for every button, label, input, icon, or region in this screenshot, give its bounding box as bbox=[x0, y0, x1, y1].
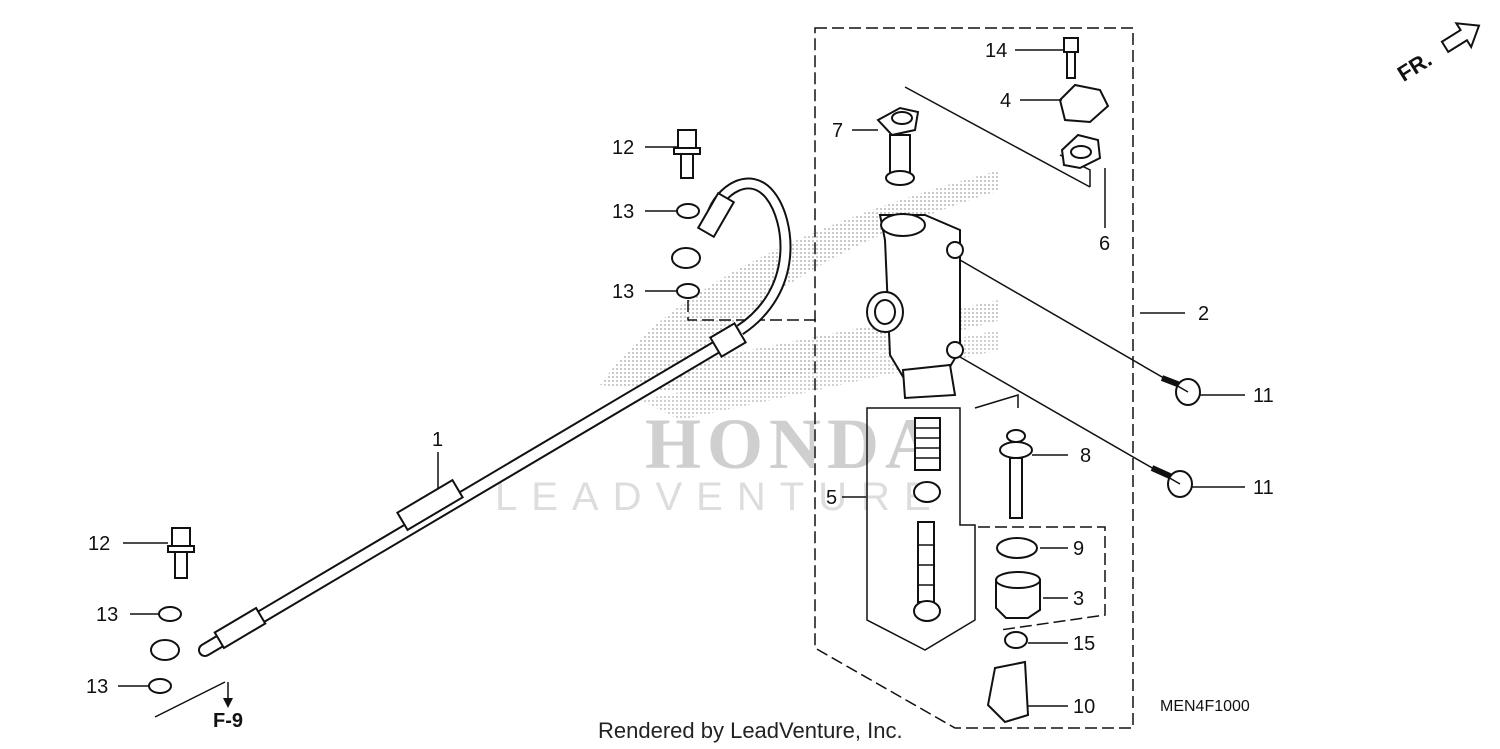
lower-reservoir-parts bbox=[986, 537, 1041, 724]
oil-bolt-upper bbox=[673, 129, 701, 179]
watermark-brand: HONDA bbox=[645, 404, 943, 484]
callout-14: 14 bbox=[985, 40, 1007, 62]
oil-bolt-lower bbox=[167, 527, 195, 579]
callout-1: 1 bbox=[432, 429, 443, 451]
callout-7: 7 bbox=[832, 120, 843, 142]
callout-12-upper: 12 bbox=[612, 137, 634, 159]
assembly-2-boundary bbox=[814, 27, 1134, 729]
callout-4: 4 bbox=[1000, 90, 1011, 112]
callout-13-d: 13 bbox=[86, 676, 108, 698]
reservoir-group-boundary bbox=[978, 526, 1106, 631]
callout-labels: 1 2 3 4 5 6 7 8 9 10 11 11 12 12 13 13 1… bbox=[86, 40, 1274, 718]
master-cylinder-body bbox=[866, 213, 964, 400]
front-direction-marker: FR. bbox=[1393, 22, 1481, 86]
front-direction-label: FR. bbox=[1393, 46, 1436, 86]
callout-9: 9 bbox=[1073, 538, 1084, 560]
lower-bracket-line bbox=[154, 681, 226, 718]
diagram-code: MEN4F1000 bbox=[1160, 698, 1250, 715]
piston-set-boundary bbox=[866, 407, 976, 651]
leader-lines bbox=[118, 49, 1245, 707]
cap-group-line bbox=[904, 86, 1091, 188]
reservoir-cap-assembly bbox=[1058, 37, 1110, 170]
push-rod-boundary bbox=[974, 393, 1019, 409]
callout-13-a: 13 bbox=[612, 201, 634, 223]
upper-bracket-line bbox=[687, 300, 820, 321]
push-rod bbox=[999, 429, 1033, 519]
section-ref-arrow-icon bbox=[223, 698, 233, 708]
callout-2: 2 bbox=[1198, 303, 1209, 325]
hose-joint bbox=[876, 106, 920, 186]
brake-hose bbox=[150, 177, 792, 661]
callout-3: 3 bbox=[1073, 588, 1084, 610]
credit-line: Rendered by LeadVenture, Inc. bbox=[598, 718, 903, 743]
callout-8: 8 bbox=[1080, 445, 1091, 467]
callout-13-b: 13 bbox=[612, 281, 634, 303]
callout-6: 6 bbox=[1099, 233, 1110, 255]
piston-set-parts bbox=[913, 417, 941, 622]
callout-5: 5 bbox=[826, 487, 837, 509]
sealing-washers bbox=[148, 203, 700, 694]
callout-10: 10 bbox=[1073, 696, 1095, 718]
callout-12-lower: 12 bbox=[88, 533, 110, 555]
hose-eye-lower bbox=[150, 639, 180, 661]
front-arrow-icon bbox=[1440, 22, 1481, 54]
callout-13-c: 13 bbox=[96, 604, 118, 626]
mounting-bolts bbox=[1150, 375, 1201, 498]
watermark-vendor: LEADVENTURE bbox=[495, 475, 945, 519]
callout-11-upper: 11 bbox=[1253, 385, 1274, 407]
callout-15: 15 bbox=[1073, 633, 1095, 655]
callout-11-lower: 11 bbox=[1253, 477, 1274, 499]
hose-eye-upper bbox=[671, 247, 701, 269]
section-reference: F-9 bbox=[213, 710, 243, 732]
